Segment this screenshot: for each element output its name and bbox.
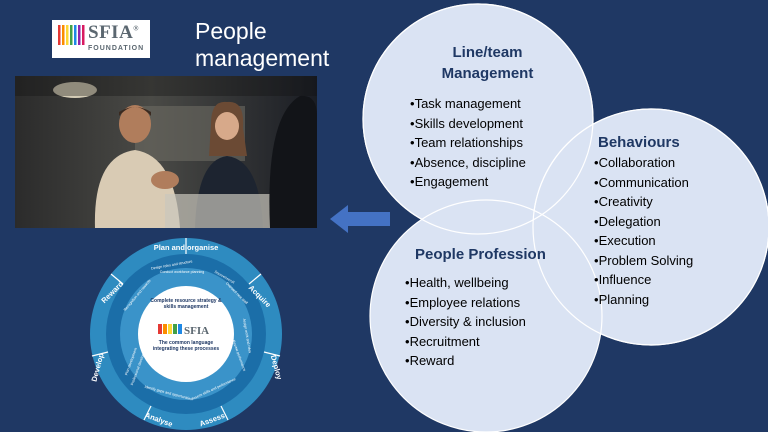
wheel-inner-label: Design roles and structure xyxy=(151,259,193,270)
behaviours-content: Behaviours Collaboration Communication C… xyxy=(594,132,693,309)
logo-subtitle: FOUNDATION xyxy=(88,45,145,52)
list-item: Employee relations xyxy=(405,293,546,313)
list-item: Planning xyxy=(594,290,693,310)
list-item: Influence xyxy=(594,270,693,290)
list-item: Reward xyxy=(405,351,546,371)
line-team-heading: Line/team Management xyxy=(441,44,534,82)
list-item: Task management xyxy=(410,94,575,114)
people-profession-content: People Profession Health, wellbeing Empl… xyxy=(405,244,546,371)
page-title: People management xyxy=(195,18,330,71)
list-item: Collaboration xyxy=(594,153,693,173)
meeting-photo xyxy=(15,76,317,228)
list-item: Diversity & inclusion xyxy=(405,312,546,332)
wheel-inner-label: Assign work and roles xyxy=(242,318,252,354)
wheel-segment-plan: Plan and organise xyxy=(154,243,219,252)
sfia-logo: SFIA® FOUNDATION xyxy=(52,20,150,58)
sfia-logo-bars-icon xyxy=(58,25,85,45)
list-item: Health, wellbeing xyxy=(405,273,546,293)
behaviours-list: Collaboration Communication Creativity D… xyxy=(594,153,694,310)
line-team-list: Task management Skills development Team … xyxy=(410,94,575,192)
list-item: Delegation xyxy=(594,212,693,232)
list-item: Execution xyxy=(594,231,693,251)
list-item: Skills development xyxy=(410,114,575,134)
list-item: Communication xyxy=(594,173,693,193)
list-item: Team relationships xyxy=(410,133,575,153)
behaviours-heading: Behaviours xyxy=(598,134,680,151)
line-team-content: Line/team Management Task management Ski… xyxy=(400,42,575,192)
list-item: Creativity xyxy=(594,192,693,212)
people-profession-list: Health, wellbeing Employee relations Div… xyxy=(405,273,546,371)
people-profession-heading: People Profession xyxy=(415,246,546,263)
list-item: Recruitment xyxy=(405,332,546,352)
list-item: Absence, discipline xyxy=(410,153,575,173)
wheel-center-top: Complete resource strategy & skills mana… xyxy=(150,298,222,310)
wheel-inner-label: Conduct workforce planning xyxy=(160,270,205,274)
wheel-center-bottom: The common language integrating these pr… xyxy=(152,340,220,352)
logo-wordmark: SFIA® xyxy=(88,22,140,43)
list-item: Engagement xyxy=(410,172,575,192)
wheel-center-logo: SFIA xyxy=(184,325,209,337)
list-item: Problem Solving xyxy=(594,251,694,271)
left-arrow-icon xyxy=(330,205,390,233)
sfia-process-wheel: Plan and organise Acquire Deploy Assess … xyxy=(89,238,284,430)
